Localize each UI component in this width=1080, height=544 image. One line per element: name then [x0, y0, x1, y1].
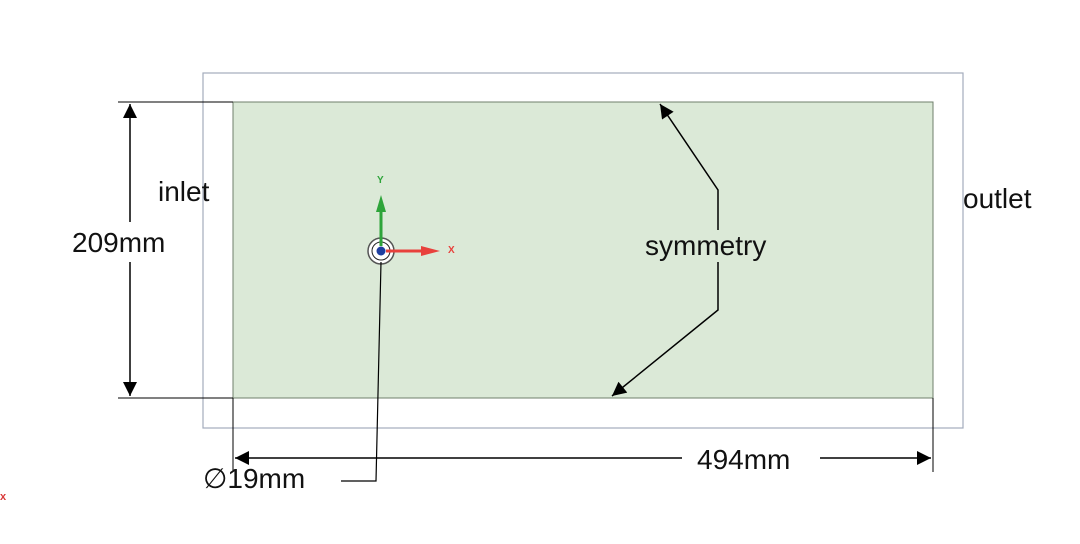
- x-axis-arrow-icon: [421, 246, 440, 256]
- coordinate-triad: [376, 195, 440, 256]
- y-axis-label: Y: [377, 175, 384, 186]
- outer-frame: [202, 72, 964, 429]
- y-axis-arrow-icon: [376, 195, 386, 212]
- corner-mark: x: [0, 491, 7, 503]
- fluid-domain: [232, 101, 934, 399]
- diameter-value: 19mm: [227, 463, 306, 494]
- diameter-symbol: ∅: [203, 463, 228, 494]
- outlet-label: outlet: [963, 183, 1032, 214]
- diameter-leader: [341, 261, 382, 482]
- height-dimension-label: 209mm: [72, 227, 166, 258]
- height-dimension: [118, 101, 233, 399]
- x-axis-label: X: [448, 245, 455, 256]
- width-dimension: [232, 398, 934, 472]
- diameter-dimension-label: ∅19mm: [203, 465, 305, 493]
- symmetry-label: symmetry: [645, 230, 767, 261]
- width-dimension-label: 494mm: [697, 444, 791, 475]
- symmetry-leader: [611, 103, 719, 397]
- inlet-label: inlet: [158, 176, 210, 207]
